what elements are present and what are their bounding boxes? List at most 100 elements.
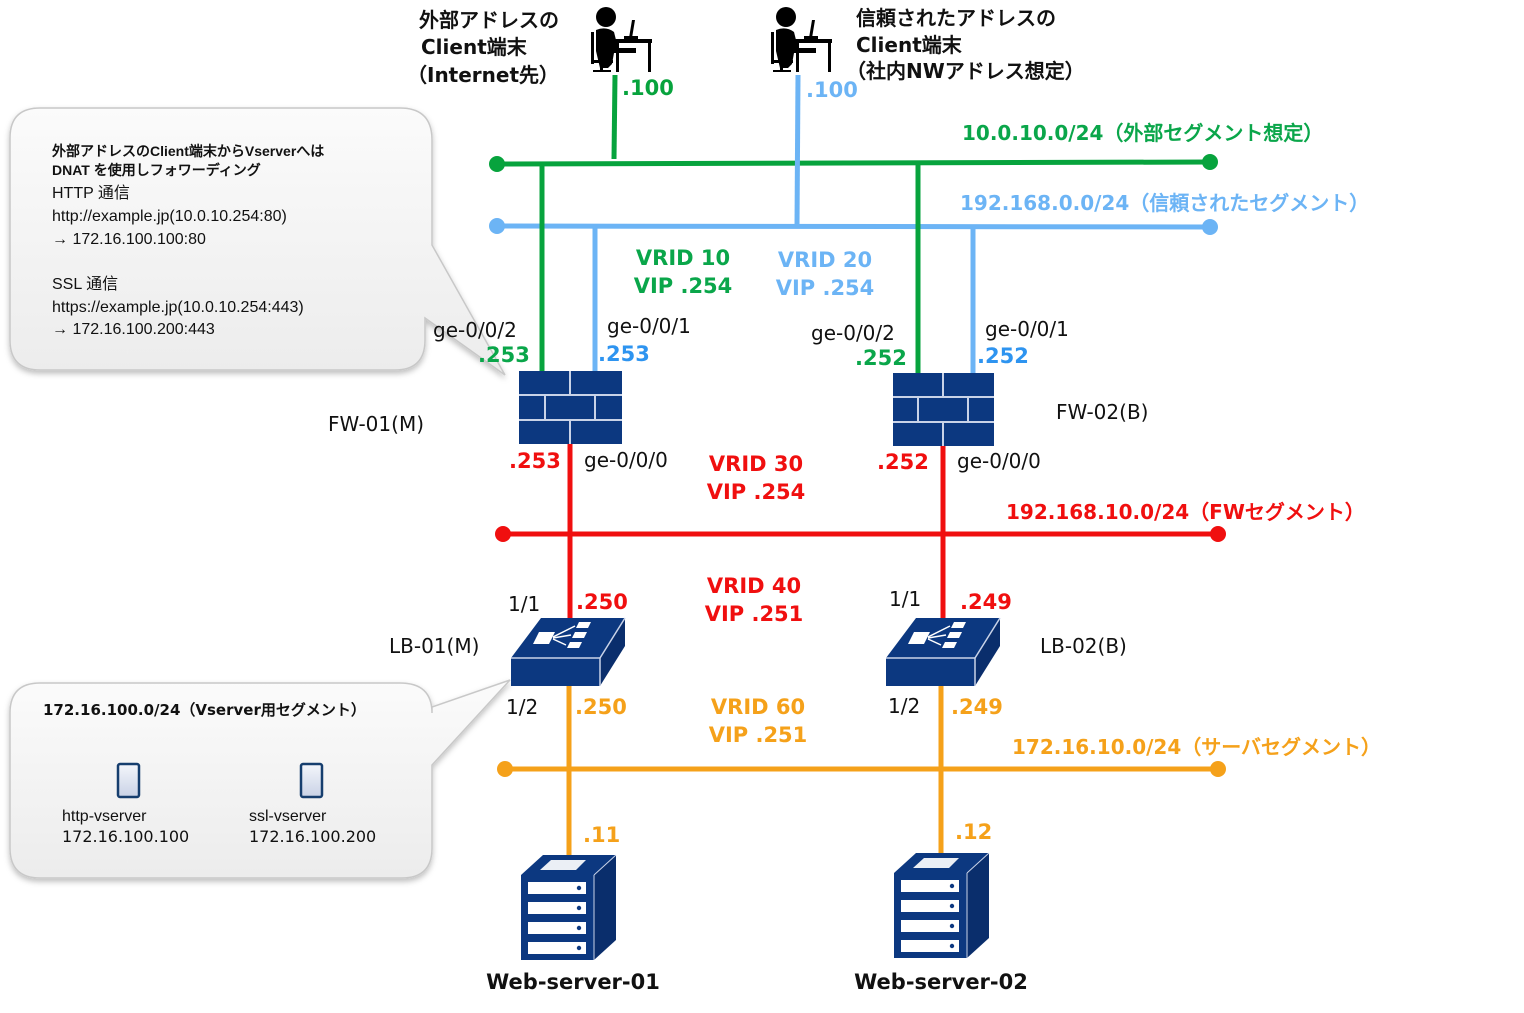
vrrp-vrid30: VRID 30 VIP .254 — [707, 452, 806, 504]
lb02-port-1-2: 1/2 — [888, 694, 920, 718]
fw02-ge2-ip: .252 — [855, 346, 907, 370]
fw01-ge2-port: ge-0/0/2 — [433, 318, 517, 342]
segment-endpoint — [1202, 219, 1218, 235]
client-trusted-label-1: 信頼されたアドレスの — [856, 6, 1056, 30]
vserver-name: ssl-vserver — [249, 808, 327, 825]
vip-label: VIP .254 — [776, 276, 875, 300]
callout-http-src: http://example.jp(10.0.10.254:80) — [52, 208, 287, 225]
server-tower-icon — [894, 852, 990, 958]
link-trusted-client — [794, 74, 801, 227]
segment-endpoint — [489, 218, 505, 234]
vrrp-vrid10: VRID 10 VIP .254 — [634, 246, 733, 298]
fw01-ge0-port: ge-0/0/0 — [584, 448, 668, 472]
fw02-ge0-port: ge-0/0/0 — [957, 449, 1041, 473]
callout-ssl-src: https://example.jp(10.0.10.254:443) — [52, 299, 304, 316]
client-trusted: 信頼されたアドレスの Client端末 （社内NWアドレス想定） .100 — [771, 6, 1085, 102]
client-trusted-label-3: （社内NWアドレス想定） — [846, 59, 1085, 83]
callout-dnat-title-2: DNAT を使用しフォワーディング — [52, 162, 261, 178]
web-server-01[interactable]: .11 Web-server-01 — [486, 823, 660, 994]
web01-name: Web-server-01 — [486, 970, 660, 994]
fw02-ge1-ip: .252 — [977, 344, 1029, 368]
vip-label: VIP .254 — [634, 274, 733, 298]
callout-dnat: 外部アドレスのClient端末からVserverへは DNAT を使用しフォワー… — [9, 107, 506, 376]
client-external: 外部アドレスの Client端末 （Internet先） .100 — [407, 7, 674, 100]
segment-external — [489, 154, 1218, 172]
fw02-name: FW-02(B) — [1056, 400, 1148, 424]
segment-line — [496, 159, 1211, 167]
client-external-label-1: 外部アドレスの — [419, 8, 559, 32]
callout-http-label: HTTP 通信 — [52, 184, 130, 202]
segment-server — [497, 761, 1226, 777]
person-at-computer-icon — [591, 7, 652, 72]
fw02-ge1-port: ge-0/0/1 — [985, 317, 1069, 341]
vip-label: VIP .254 — [707, 480, 806, 504]
vrrp-vrid20: VRID 20 VIP .254 — [776, 248, 875, 300]
callout-vserver-title: 172.16.100.0/24（Vserver用セグメント） — [43, 701, 366, 719]
segment-endpoint — [497, 761, 513, 777]
client-trusted-ip: .100 — [806, 78, 858, 102]
vserver-ip: 172.16.100.200 — [249, 827, 376, 846]
callout-ssl-dst: → 172.16.100.200:443 — [52, 321, 215, 338]
fw01-ge1-ip: .253 — [598, 342, 650, 366]
segment-external-label: 10.0.10.0/24（外部セグメント想定） — [962, 121, 1323, 145]
segment-endpoint — [1210, 761, 1226, 777]
vrid-label: VRID 30 — [709, 452, 803, 476]
vrid-label: VRID 60 — [711, 695, 805, 719]
firewall-fw02[interactable]: FW-02(B) ge-0/0/2 .252 ge-0/0/1 .252 .25… — [811, 317, 1148, 474]
lb01-port-1-1-ip: .250 — [576, 590, 628, 614]
vserver-name: http-vserver — [62, 808, 147, 825]
vrrp-vrid60: VRID 60 VIP .251 — [709, 695, 808, 747]
link-external-client — [611, 74, 618, 160]
vserver-icon — [299, 762, 324, 799]
fw01-ge1-port: ge-0/0/1 — [607, 314, 691, 338]
web-server-02[interactable]: .12 Web-server-02 — [854, 820, 1028, 994]
callout-http-dst: → 172.16.100.100:80 — [52, 231, 206, 248]
client-trusted-label-2: Client端末 — [856, 33, 963, 57]
vip-label: VIP .251 — [705, 602, 804, 626]
lb02-name: LB-02(B) — [1040, 634, 1127, 658]
web02-ip: .12 — [955, 820, 992, 844]
person-at-computer-icon — [771, 7, 832, 72]
client-external-ip: .100 — [622, 76, 674, 100]
load-balancer-icon — [511, 617, 626, 686]
segment-fw — [495, 526, 1226, 542]
client-external-label-2: Client端末 — [421, 35, 528, 59]
callout-ssl-label: SSL 通信 — [52, 275, 118, 293]
load-balancer-lb02[interactable]: LB-02(B) 1/1 .249 1/2 .249 — [886, 587, 1127, 719]
fw01-ge0-ip: .253 — [509, 449, 561, 473]
load-balancer-lb01[interactable]: LB-01(M) 1/1 .250 1/2 .250 — [389, 590, 628, 719]
fw02-ge0-ip: .252 — [877, 450, 929, 474]
vip-label: VIP .251 — [709, 723, 808, 747]
segment-trusted-label: 192.168.0.0/24（信頼されたセグメント） — [960, 191, 1369, 215]
fw02-ge2-port: ge-0/0/2 — [811, 321, 895, 345]
segment-fw-label: 192.168.10.0/24（FWセグメント） — [1006, 500, 1365, 524]
vrid-label: VRID 20 — [778, 248, 872, 272]
web01-ip: .11 — [583, 823, 620, 847]
callout-vserver: 172.16.100.0/24（Vserver用セグメント） http-vser… — [9, 679, 511, 879]
segment-endpoint — [495, 526, 511, 542]
segment-endpoint — [1210, 526, 1226, 542]
web02-name: Web-server-02 — [854, 970, 1028, 994]
fw01-name: FW-01(M) — [328, 412, 424, 436]
vrid-label: VRID 40 — [707, 574, 801, 598]
lb01-port-1-1: 1/1 — [508, 592, 540, 616]
segment-server-label: 172.16.10.0/24（サーバセグメント） — [1012, 735, 1381, 759]
vserver-ip: 172.16.100.100 — [62, 827, 189, 846]
firewall-fw01[interactable]: FW-01(M) ge-0/0/2 .253 ge-0/0/1 .253 .25… — [328, 314, 691, 473]
vrid-label: VRID 10 — [636, 246, 730, 270]
lb02-port-1-2-ip: .249 — [951, 695, 1003, 719]
load-balancer-icon — [886, 617, 1001, 686]
segment-line — [496, 223, 1211, 230]
lb02-port-1-1-ip: .249 — [960, 590, 1012, 614]
lb01-name: LB-01(M) — [389, 634, 479, 658]
fw01-ge2-ip: .253 — [478, 343, 530, 367]
firewall-icon — [893, 373, 994, 446]
segment-endpoint — [489, 156, 505, 172]
lb01-port-1-2: 1/2 — [506, 695, 538, 719]
client-external-label-3: （Internet先） — [407, 63, 559, 87]
vrrp-vrid40: VRID 40 VIP .251 — [705, 574, 804, 626]
lb01-port-1-2-ip: .250 — [575, 695, 627, 719]
lb02-port-1-1: 1/1 — [889, 587, 921, 611]
vserver-icon — [116, 762, 141, 799]
